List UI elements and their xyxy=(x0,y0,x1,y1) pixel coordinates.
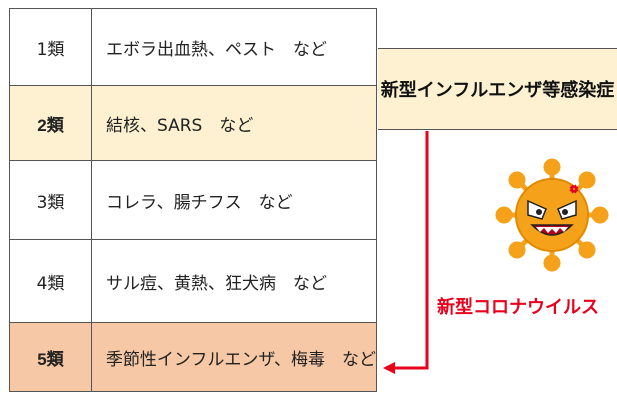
virus-character-icon xyxy=(495,158,609,272)
category-cell: 3類 xyxy=(10,161,92,239)
table-row: 3類 コレラ、腸チフス など xyxy=(9,160,377,240)
examples-cell: エボラ出血熱、ペスト など xyxy=(106,39,327,60)
new-coronavirus-label: 新型コロナウイルス xyxy=(437,297,599,318)
category-cell: 5類 xyxy=(10,323,92,391)
table-row: 4類 サル痘、黄熱、狂犬病 など xyxy=(9,239,377,323)
disease-class-table: 1類 エボラ出血熱、ペスト など 2類 結核、SARS など 3類 コレラ、腸チ… xyxy=(9,8,379,392)
connector-arrowhead xyxy=(383,362,395,374)
examples-cell: 季節性インフルエンザ、梅毒 など xyxy=(105,349,376,370)
examples-cell: サル痘、黄熱、狂犬病 など xyxy=(106,273,327,294)
category-cell: 4類 xyxy=(10,240,92,322)
category-cell: 2類 xyxy=(10,86,92,160)
examples-cell: 結核、SARS など xyxy=(106,115,254,136)
examples-cell: コレラ、腸チフス など xyxy=(106,192,293,213)
table-row: 5類 季節性インフルエンザ、梅毒 など xyxy=(9,322,377,392)
new-influenza-box: 新型インフルエンザ等感染症 xyxy=(378,48,617,130)
category-cell: 1類 xyxy=(10,9,92,85)
connector-arrow-line xyxy=(392,131,429,370)
table-row: 2類 結核、SARS など xyxy=(9,85,377,161)
table-row: 1類 エボラ出血熱、ペスト など xyxy=(9,8,377,86)
